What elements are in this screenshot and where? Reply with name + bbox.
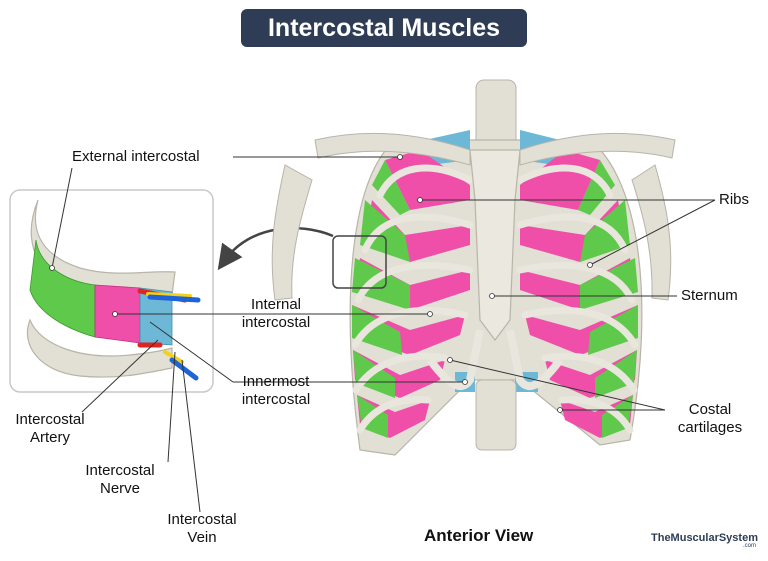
rib-cage	[271, 79, 676, 456]
label-innermost-line1: Innermost	[242, 373, 310, 390]
label-vein-line1: Intercostal	[167, 511, 237, 528]
label-external-intercostal: External intercostal	[72, 148, 200, 165]
leader-lines	[51, 156, 716, 513]
view-label: Anterior View	[424, 526, 534, 545]
label-costal-line2: cartilages	[677, 419, 743, 436]
label-sternum: Sternum	[681, 287, 738, 304]
label-costal-line1: Costal	[688, 401, 732, 418]
label-intercostal-artery: Intercostal Artery	[8, 411, 92, 447]
inset-vein-bottom	[169, 357, 199, 381]
right-clavicle	[314, 132, 471, 166]
label-internal-line2: intercostal	[241, 314, 311, 331]
sternum-bone	[469, 149, 521, 341]
inset-vein-top	[147, 294, 201, 303]
label-nerve-line1: Intercostal	[85, 462, 155, 479]
inset-innermost-intercostal	[139, 287, 173, 346]
diagram-title: Intercostal Muscles	[241, 9, 527, 47]
costal-margin-left	[506, 329, 564, 390]
watermark: TheMuscularSystem .com	[651, 532, 758, 549]
rib-strokes	[351, 164, 639, 434]
inset-lower-rib	[26, 318, 173, 378]
label-internal-intercostal: Internal intercostal	[233, 296, 319, 332]
right-humerus	[271, 164, 313, 301]
label-dots	[49, 154, 593, 413]
label-artery-line2: Artery	[29, 429, 70, 446]
label-innermost-intercostal: Innermost intercostal	[230, 373, 322, 409]
left-clavicle	[519, 132, 676, 166]
watermark-text: TheMuscularSystem	[651, 532, 758, 544]
label-innermost-line2: intercostal	[241, 391, 311, 408]
label-ribs: Ribs	[719, 191, 750, 208]
label-costal-cartilages: Costal cartilages	[667, 401, 753, 437]
zoom-box	[332, 235, 387, 289]
inset-nerve-bottom	[163, 350, 184, 364]
label-artery-line1: Intercostal	[15, 411, 85, 428]
label-intercostal-nerve: Intercostal Nerve	[78, 462, 162, 498]
left-humerus	[631, 164, 672, 301]
inset-nerve-top	[146, 292, 192, 298]
costal-margin-right	[426, 329, 484, 390]
inset-panel	[9, 189, 214, 393]
watermark-suffix: .com	[742, 543, 756, 549]
label-internal-line1: Internal	[250, 296, 302, 313]
label-nerve-line2: Nerve	[99, 480, 140, 497]
label-vein-line2: Vein	[187, 529, 217, 546]
lumbar-spine	[475, 379, 517, 451]
label-intercostal-vein: Intercostal Vein	[160, 511, 244, 547]
